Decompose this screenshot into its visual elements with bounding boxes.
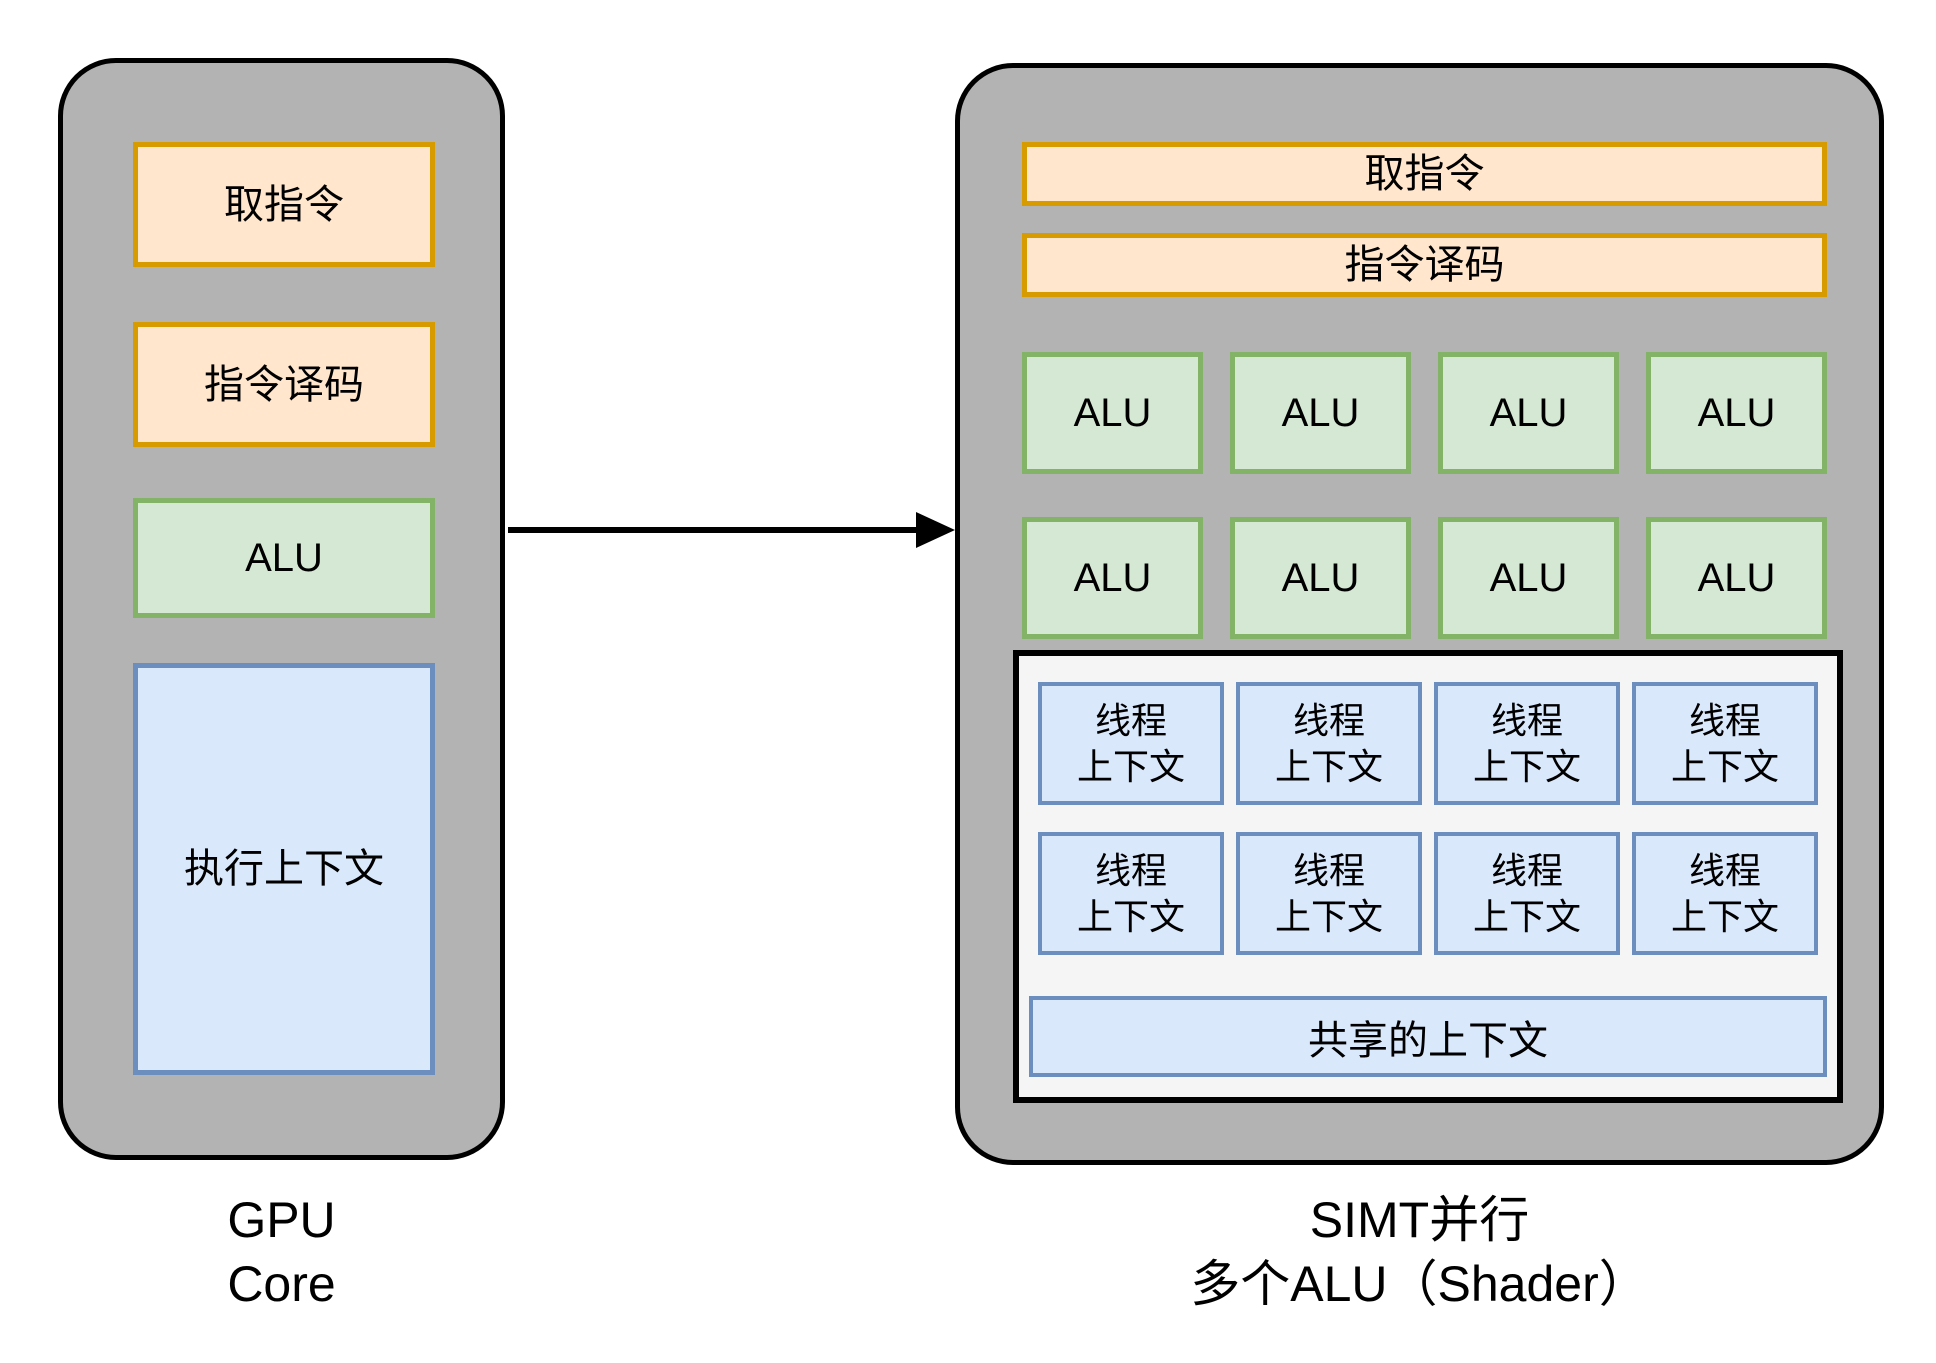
alu-cell: ALU: [1646, 517, 1827, 639]
thread-context-box: 线程 上下文: [1236, 682, 1422, 805]
thread-context-line2: 上下文: [1472, 745, 1581, 787]
thread-context-line2: 上下文: [1274, 895, 1383, 937]
simt-shader-panel: 取指令 指令译码 ALU ALU ALU ALU ALU ALU ALU ALU…: [955, 63, 1884, 1165]
alu-cell: ALU: [1022, 517, 1203, 639]
gpu-core-caption-line2: Core: [227, 1256, 336, 1312]
fetch-instruction-box: 取指令: [133, 142, 435, 267]
alu-cell: ALU: [1438, 517, 1619, 639]
thread-context-line1: 线程: [1688, 699, 1761, 741]
thread-context-line2: 上下文: [1670, 895, 1779, 937]
simt-caption-line1: SIMT并行: [1309, 1192, 1530, 1248]
thread-context-line1: 线程: [1490, 699, 1563, 741]
alu-cell: ALU: [1646, 352, 1827, 474]
instruction-decode-bar: 指令译码: [1022, 233, 1827, 297]
gpu-core-caption-line1: GPU: [227, 1192, 336, 1248]
thread-context-line2: 上下文: [1670, 745, 1779, 787]
thread-context-line2: 上下文: [1076, 895, 1185, 937]
gpu-core-caption: GPU Core: [58, 1188, 505, 1316]
thread-context-line1: 线程: [1094, 849, 1167, 891]
thread-context-line1: 线程: [1292, 849, 1365, 891]
instruction-decode-box: 指令译码: [133, 322, 435, 447]
thread-context-box: 线程 上下文: [1632, 832, 1818, 955]
alu-cell: ALU: [1230, 352, 1411, 474]
arrow-line: [508, 527, 920, 533]
gpu-core-panel: 取指令 指令译码 ALU 执行上下文: [58, 58, 505, 1160]
thread-context-box: 线程 上下文: [1632, 682, 1818, 805]
arrow: [508, 512, 955, 548]
alu-cell: ALU: [1022, 352, 1203, 474]
fetch-instruction-bar: 取指令: [1022, 142, 1827, 206]
thread-context-line2: 上下文: [1076, 745, 1185, 787]
thread-context-line2: 上下文: [1472, 895, 1581, 937]
shared-context-bar: 共享的上下文: [1029, 996, 1827, 1077]
arrow-head-icon: [916, 512, 955, 548]
alu-grid-row-1: ALU ALU ALU ALU: [1022, 352, 1827, 474]
alu-cell: ALU: [1230, 517, 1411, 639]
simt-caption: SIMT并行 多个ALU（Shader）: [955, 1188, 1884, 1316]
alu-cell: ALU: [1438, 352, 1619, 474]
thread-context-box: 线程 上下文: [1434, 832, 1620, 955]
thread-context-row-2: 线程 上下文 线程 上下文 线程 上下文 线程 上下文: [1038, 832, 1818, 955]
alu-grid-row-2: ALU ALU ALU ALU: [1022, 517, 1827, 639]
context-storage-box: 线程 上下文 线程 上下文 线程 上下文 线程 上下文 线程: [1013, 650, 1843, 1103]
thread-context-line1: 线程: [1292, 699, 1365, 741]
simt-caption-line2: 多个ALU（Shader）: [1190, 1256, 1649, 1312]
thread-context-box: 线程 上下文: [1236, 832, 1422, 955]
thread-context-box: 线程 上下文: [1038, 682, 1224, 805]
thread-context-row-1: 线程 上下文 线程 上下文 线程 上下文 线程 上下文: [1038, 682, 1818, 805]
execution-context-box: 执行上下文: [133, 663, 435, 1075]
thread-context-line1: 线程: [1094, 699, 1167, 741]
thread-context-box: 线程 上下文: [1434, 682, 1620, 805]
thread-context-line1: 线程: [1688, 849, 1761, 891]
thread-context-line2: 上下文: [1274, 745, 1383, 787]
thread-context-line1: 线程: [1490, 849, 1563, 891]
alu-box: ALU: [133, 498, 435, 618]
thread-context-box: 线程 上下文: [1038, 832, 1224, 955]
